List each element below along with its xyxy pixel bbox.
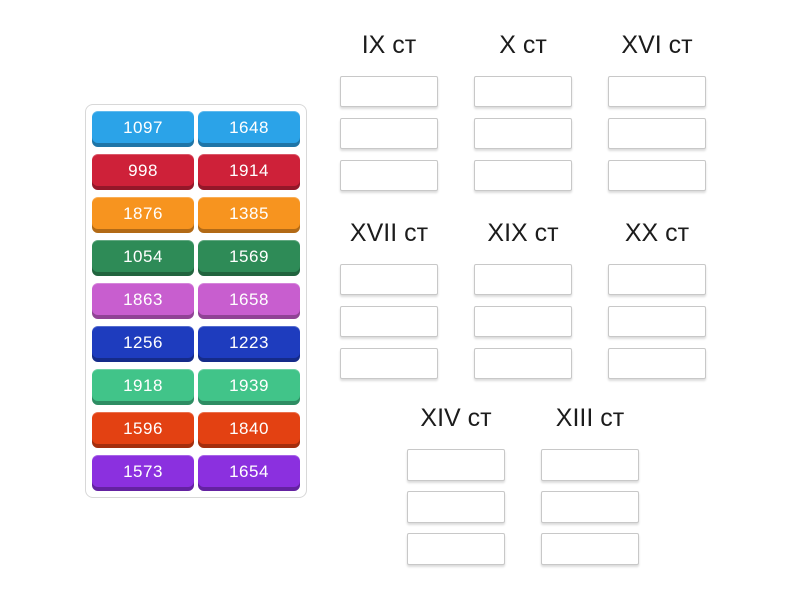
drop-slot[interactable] xyxy=(474,264,572,295)
group-header: IX ст xyxy=(361,31,417,59)
group-column: XVI ст xyxy=(608,30,706,202)
year-tile[interactable]: 1569 xyxy=(198,240,300,276)
group-header: XX ст xyxy=(624,219,690,247)
year-tile[interactable]: 1863 xyxy=(92,283,194,319)
year-tile[interactable]: 1385 xyxy=(198,197,300,233)
drop-slot[interactable] xyxy=(474,118,572,149)
group-row-1: IX ст X ст XVI ст xyxy=(340,30,706,202)
year-tile[interactable]: 1939 xyxy=(198,369,300,405)
drop-slot[interactable] xyxy=(407,533,505,565)
drop-slot[interactable] xyxy=(608,306,706,337)
group-header: XIX ст xyxy=(487,219,559,247)
year-tile[interactable]: 1097 xyxy=(92,111,194,147)
group-header: XIV ст xyxy=(420,404,492,432)
drop-slot[interactable] xyxy=(608,348,706,379)
year-tile[interactable]: 998 xyxy=(92,154,194,190)
year-tile[interactable]: 1054 xyxy=(92,240,194,276)
drop-slot[interactable] xyxy=(340,160,438,191)
drop-slot[interactable] xyxy=(608,76,706,107)
group-column: IX ст xyxy=(340,30,438,202)
group-header: X ст xyxy=(499,31,547,59)
group-column: XIII ст xyxy=(541,403,639,575)
drop-slot[interactable] xyxy=(407,491,505,523)
drop-slot[interactable] xyxy=(474,348,572,379)
year-tile[interactable]: 1914 xyxy=(198,154,300,190)
drop-slot[interactable] xyxy=(541,449,639,481)
year-tile[interactable]: 1223 xyxy=(198,326,300,362)
group-header: XIII ст xyxy=(555,404,625,432)
group-row-3: XIV ст XIII ст xyxy=(407,403,639,575)
year-tile[interactable]: 1876 xyxy=(92,197,194,233)
drop-slot[interactable] xyxy=(474,306,572,337)
drop-slot[interactable] xyxy=(608,264,706,295)
drop-slot[interactable] xyxy=(541,491,639,523)
drop-slot[interactable] xyxy=(474,160,572,191)
group-header: XVII ст xyxy=(349,219,429,247)
drop-slot[interactable] xyxy=(608,118,706,149)
drop-slot[interactable] xyxy=(340,348,438,379)
drop-slot[interactable] xyxy=(407,449,505,481)
year-tile[interactable]: 1256 xyxy=(92,326,194,362)
drop-slot[interactable] xyxy=(340,76,438,107)
year-tile[interactable]: 1596 xyxy=(92,412,194,448)
year-tile[interactable]: 1918 xyxy=(92,369,194,405)
drop-slot[interactable] xyxy=(340,118,438,149)
group-header: XVI ст xyxy=(621,31,693,59)
drop-slot[interactable] xyxy=(608,160,706,191)
year-tile[interactable]: 1573 xyxy=(92,455,194,491)
group-column: XX ст xyxy=(608,218,706,390)
year-tile[interactable]: 1654 xyxy=(198,455,300,491)
drop-slot[interactable] xyxy=(474,76,572,107)
group-column: XIX ст xyxy=(474,218,572,390)
drop-slot[interactable] xyxy=(541,533,639,565)
year-tile[interactable]: 1658 xyxy=(198,283,300,319)
year-tile[interactable]: 1840 xyxy=(198,412,300,448)
group-column: XIV ст xyxy=(407,403,505,575)
drop-slot[interactable] xyxy=(340,264,438,295)
group-row-2: XVII ст XIX ст XX ст xyxy=(340,218,706,390)
drop-slot[interactable] xyxy=(340,306,438,337)
group-column: X ст xyxy=(474,30,572,202)
group-column: XVII ст xyxy=(340,218,438,390)
year-tile[interactable]: 1648 xyxy=(198,111,300,147)
